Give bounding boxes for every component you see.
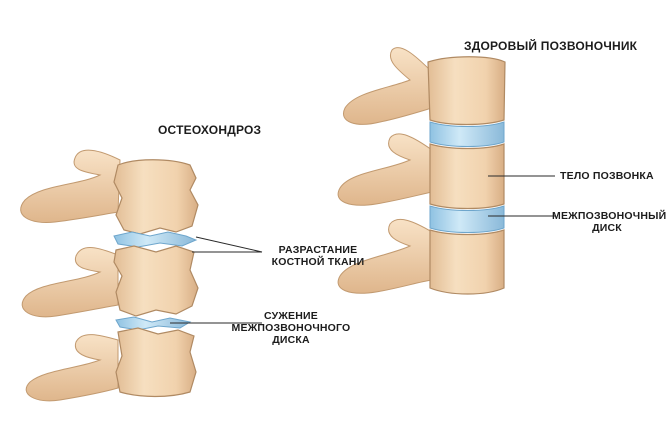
left-disc-bottom (115, 316, 192, 331)
label-vertebral-body: ТЕЛО ПОЗВОНКА (560, 170, 654, 182)
leader-bone-growth-top (195, 236, 263, 253)
right-vertebra-middle (429, 143, 505, 210)
right-spine-processes (337, 47, 433, 294)
left-disc-top (113, 231, 198, 248)
right-disc-top (429, 121, 505, 147)
left-vertebra-top (113, 159, 199, 235)
left-vertebra-middle (113, 245, 199, 317)
label-bone-growth: РАЗРАСТАНИЕ КОСТНОЙ ТКАНИ (271, 244, 365, 268)
label-disc-narrowing: СУЖЕНИЕ МЕЖПОЗВОНОЧНОГО ДИСКА (231, 310, 351, 346)
leader-lines (170, 175, 555, 324)
right-disc-bottom (429, 205, 505, 233)
right-vertebra-top (427, 56, 506, 126)
label-intervertebral-disc: МЕЖПОЗВОНОЧНЫЙ ДИСК (552, 210, 667, 234)
osteochondrosis-title: ОСТЕОХОНДРОЗ (158, 123, 262, 137)
healthy-spine (337, 47, 506, 295)
osteochondrosis-spine (20, 149, 199, 402)
healthy-spine-title: ЗДОРОВЫЙ ПОЗВОНОЧНИК (464, 39, 638, 53)
right-vertebra-bottom (429, 229, 505, 295)
left-spine-processes (20, 149, 121, 402)
left-vertebra-bottom (115, 327, 197, 398)
